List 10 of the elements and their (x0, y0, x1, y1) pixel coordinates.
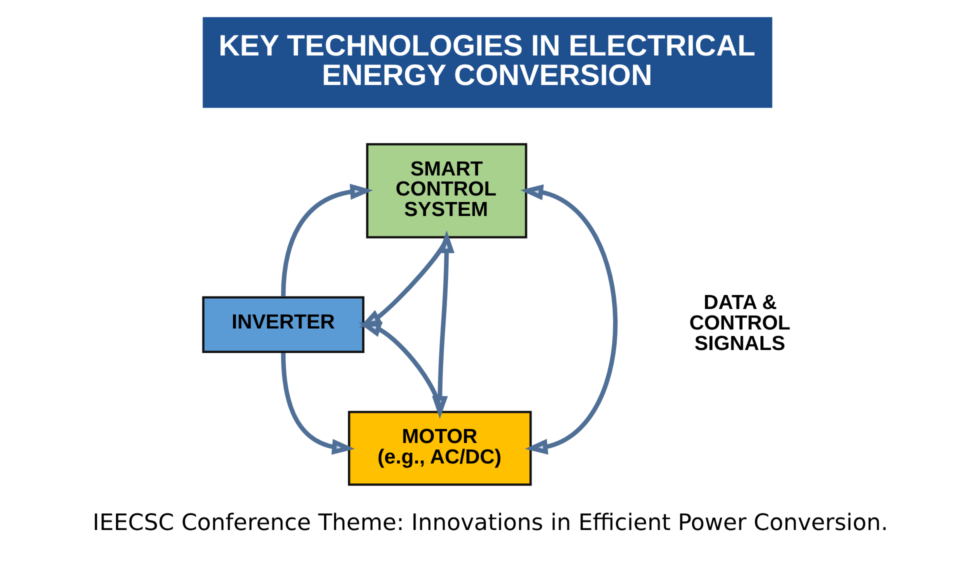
label: DATA & CONTROL SIGNALS (689, 292, 790, 356)
arrow (358, 322, 442, 412)
node-box: SMART CONTROL SYSTEM (366, 143, 528, 238)
caption: IEECSC Conference Theme: Innovations in Efficient Power Conversion. (92, 510, 888, 536)
diagram-title: KEY TECHNOLOGIES IN ELECTRICAL ENERGY CONVERSION (218, 30, 756, 92)
arrow (520, 184, 618, 455)
arrow (281, 352, 355, 455)
node-box: MOTOR (e.g., AC/DC) (348, 410, 532, 486)
arrow (281, 184, 373, 296)
node-box: INVERTER (202, 296, 364, 353)
